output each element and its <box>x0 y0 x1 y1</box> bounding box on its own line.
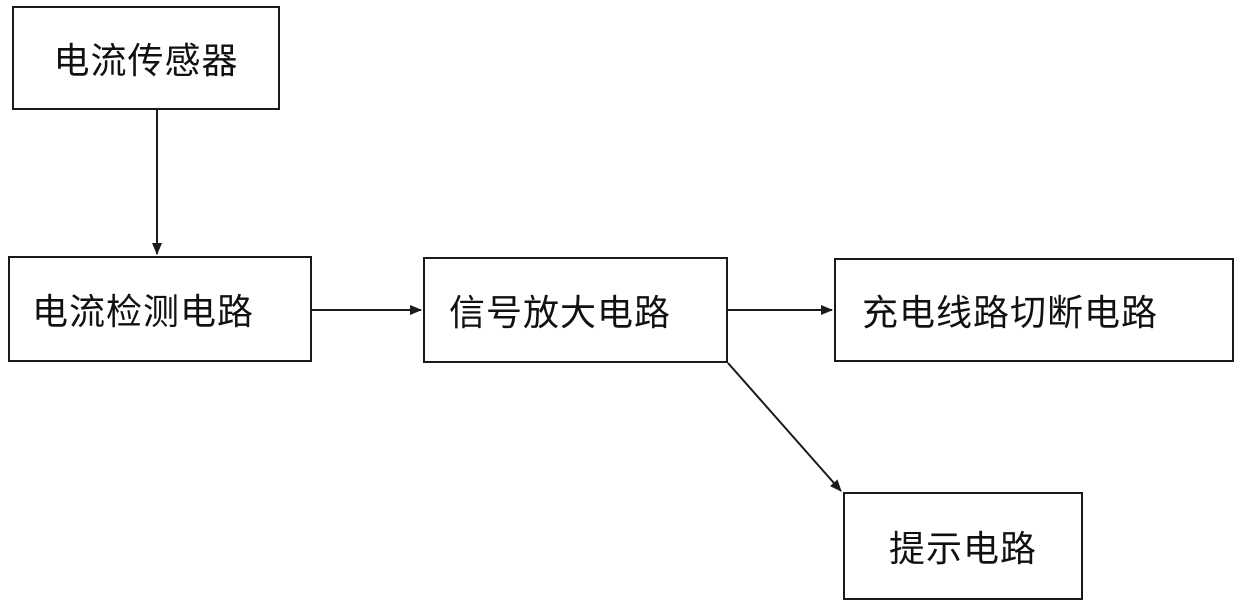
prompt-circuit-block: 提示电路 <box>843 492 1083 600</box>
current-detection-circuit-label: 电流检测电路 <box>32 283 254 335</box>
charging-cutoff-circuit-label: 充电线路切断电路 <box>862 284 1158 336</box>
signal-amplifier-circuit-block: 信号放大电路 <box>423 257 728 363</box>
arrow-amplifier-to-prompt <box>728 363 841 491</box>
signal-amplifier-circuit-label: 信号放大电路 <box>449 284 671 336</box>
current-sensor-block: 电流传感器 <box>12 6 280 110</box>
current-sensor-label: 电流传感器 <box>53 32 238 84</box>
current-detection-circuit-block: 电流检测电路 <box>8 256 312 362</box>
prompt-circuit-label: 提示电路 <box>889 520 1037 572</box>
charging-cutoff-circuit-block: 充电线路切断电路 <box>834 258 1234 362</box>
